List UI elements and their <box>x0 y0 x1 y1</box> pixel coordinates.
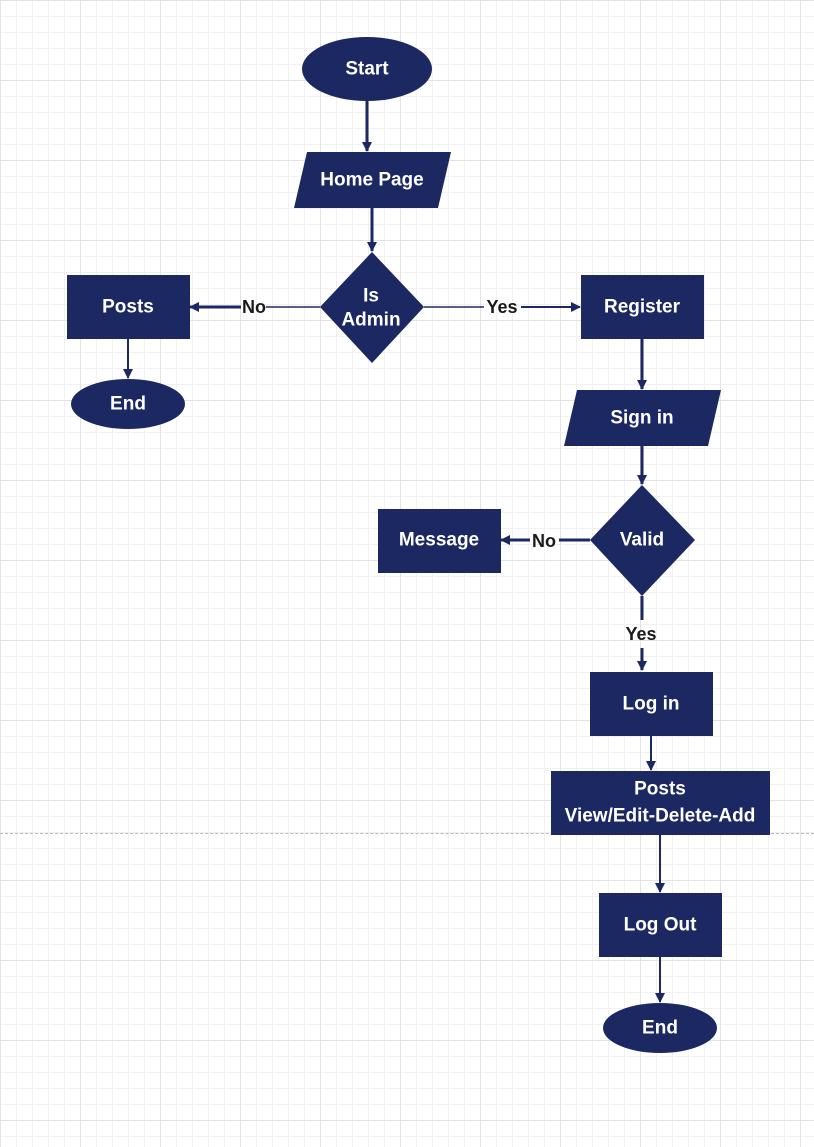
is-admin-decision-node[interactable]: Is Admin <box>320 252 424 363</box>
message-node[interactable]: Message <box>378 509 501 573</box>
edge-label-admin-no: No <box>242 297 266 317</box>
log-out-node-label: Log Out <box>624 915 697 936</box>
end-right-node[interactable]: End <box>603 1003 717 1053</box>
sign-in-node[interactable]: Sign in <box>564 390 721 446</box>
home-page-node[interactable]: Home Page <box>294 152 451 208</box>
valid-node-label: Valid <box>620 530 664 551</box>
end-left-node[interactable]: End <box>71 379 185 429</box>
log-in-node-label: Log in <box>623 694 680 715</box>
log-out-node[interactable]: Log Out <box>599 893 722 957</box>
posts-right-label-line2: View/Edit-Delete-Add <box>565 806 756 827</box>
is-admin-label-line1: Is <box>363 286 379 307</box>
sign-in-node-label: Sign in <box>610 408 673 429</box>
start-node-label: Start <box>345 59 389 80</box>
register-node-label: Register <box>604 297 681 318</box>
start-node[interactable]: Start <box>302 37 432 101</box>
posts-right-label-line1: Posts <box>634 779 686 800</box>
register-node[interactable]: Register <box>581 275 704 339</box>
end-left-node-label: End <box>110 394 146 415</box>
log-in-node[interactable]: Log in <box>590 672 713 736</box>
valid-decision-node[interactable]: Valid <box>590 485 695 596</box>
is-admin-label-line2: Admin <box>341 310 400 331</box>
page-break-line <box>0 833 814 834</box>
home-page-node-label: Home Page <box>320 170 423 191</box>
end-right-node-label: End <box>642 1018 678 1039</box>
posts-left-node-label: Posts <box>102 297 154 318</box>
edge-label-valid-no: No <box>532 531 556 551</box>
posts-right-node[interactable]: Posts View/Edit-Delete-Add <box>551 771 770 835</box>
edge-label-admin-yes: Yes <box>486 297 517 317</box>
posts-left-node[interactable]: Posts <box>67 275 190 339</box>
message-node-label: Message <box>399 530 479 551</box>
edge-label-valid-yes: Yes <box>625 624 656 644</box>
